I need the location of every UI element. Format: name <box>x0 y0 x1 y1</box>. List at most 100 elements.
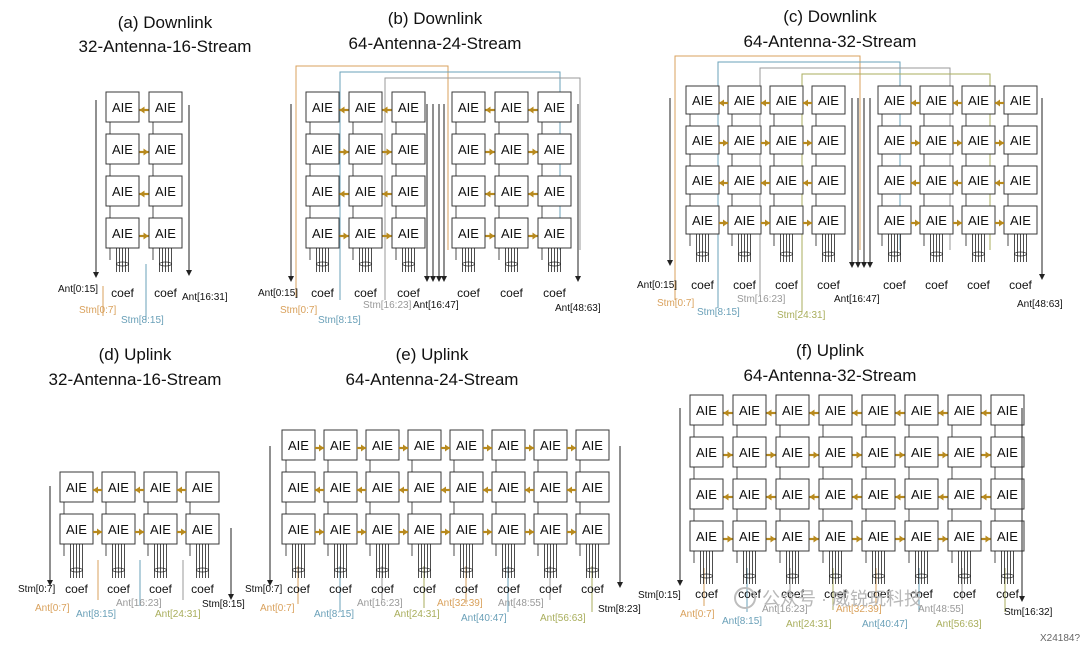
flow-arrow <box>911 139 920 147</box>
flow-arrow-head <box>528 190 534 198</box>
port-label: Stm[24:31] <box>777 310 826 321</box>
aie-tile: AIE <box>305 217 340 249</box>
aie-tile-label: AIE <box>108 522 129 537</box>
aie-tile-label: AIE <box>884 173 905 188</box>
aie-tile-frame <box>491 513 526 545</box>
flow-arrow <box>719 179 728 187</box>
aie-tile-label: AIE <box>818 133 839 148</box>
aie-tile: AIE <box>533 513 568 545</box>
aie-tile-label: AIE <box>696 487 717 502</box>
output-arrowhead <box>861 262 867 268</box>
aie-tile-frame <box>689 436 724 468</box>
aie-tile-label: AIE <box>330 522 351 537</box>
aie-tile-label: AIE <box>398 184 419 199</box>
flow-arrow-head <box>357 486 362 494</box>
flow-arrow <box>528 106 538 114</box>
port-label: Stm[8:15] <box>318 315 361 326</box>
flow-arrow <box>528 190 538 198</box>
flow-arrow <box>139 106 149 114</box>
flow-arrow-head <box>766 409 772 417</box>
aie-tile-frame <box>727 165 762 195</box>
flow-arrow-head <box>723 139 728 147</box>
flow-arrow <box>953 139 962 147</box>
port-label: Ant[8:15] <box>314 609 354 620</box>
flow-arrow <box>399 444 408 452</box>
flow-arrow <box>809 409 819 417</box>
flow-arrow-head <box>942 535 948 543</box>
aie-tile-frame <box>281 471 316 503</box>
aie-tile: AIE <box>947 520 982 552</box>
aie-tile: AIE <box>281 513 316 545</box>
aie-tile: AIE <box>449 513 484 545</box>
flow-arrow <box>525 486 534 494</box>
port-label: Ant[24:31] <box>155 609 201 620</box>
aie-tile: AIE <box>947 436 982 468</box>
flow-arrow-head <box>399 486 404 494</box>
aie-tile-label: AIE <box>458 184 479 199</box>
aie-tile-label: AIE <box>544 100 565 115</box>
aie-tile-label: AIE <box>155 100 176 115</box>
aie-tile-frame <box>451 175 486 207</box>
flow-arrow <box>485 190 495 198</box>
flow-arrow-head <box>985 451 991 459</box>
aie-tile-frame <box>961 165 996 195</box>
flow-arrow-head <box>445 528 450 536</box>
flow-arrow-head <box>403 444 408 452</box>
flow-arrow-head <box>813 451 819 459</box>
flow-arrow-head <box>528 106 534 114</box>
aie-tile-label: AIE <box>911 487 932 502</box>
flow-arrow-head <box>761 99 766 107</box>
coef-label: coef <box>543 286 566 300</box>
flow-arrow-head <box>489 148 495 156</box>
aie-tile-label: AIE <box>544 184 565 199</box>
aie-tile: AIE <box>491 471 526 503</box>
aie-tile-frame <box>919 85 954 115</box>
aie-tile-frame <box>919 125 954 155</box>
output-arrowhead <box>677 580 683 586</box>
aie-tile-label: AIE <box>155 142 176 157</box>
flow-arrow <box>852 535 862 543</box>
coef-label: coef <box>539 582 562 596</box>
aie-tile: AIE <box>769 205 804 235</box>
aie-tile: AIE <box>732 436 767 468</box>
flow-arrow-head <box>386 232 392 240</box>
flow-arrow <box>953 99 962 107</box>
flow-arrow <box>135 528 144 536</box>
aie-tile-label: AIE <box>776 93 797 108</box>
flow-arrow <box>339 232 349 240</box>
aie-tile: AIE <box>148 133 183 165</box>
port-label: Ant[48:63] <box>1017 299 1063 310</box>
output-arrowhead <box>228 594 234 600</box>
output-arrowhead <box>867 262 873 268</box>
aie-tile: AIE <box>919 125 954 155</box>
flow-arrow <box>761 219 770 227</box>
aie-tile-frame <box>537 217 572 249</box>
flow-arrow-head <box>571 444 576 452</box>
aie-tile-frame <box>811 165 846 195</box>
coef-label: coef <box>967 278 990 292</box>
aie-tile-label: AIE <box>739 445 760 460</box>
aie-tile-frame <box>494 133 529 165</box>
flow-arrow-head <box>719 179 724 187</box>
aie-tile-frame <box>1003 205 1038 235</box>
flow-arrow-head <box>139 190 145 198</box>
flow-arrow <box>135 486 144 494</box>
aie-tile: AIE <box>148 91 183 123</box>
flow-arrow <box>567 528 576 536</box>
aie-tile-frame <box>769 165 804 195</box>
flow-arrow <box>995 179 1004 187</box>
aie-tile: AIE <box>811 85 846 115</box>
flow-arrow <box>766 409 776 417</box>
flow-arrow-head <box>807 219 812 227</box>
flow-arrow <box>528 148 538 156</box>
flow-arrow-head <box>957 219 962 227</box>
port-label: Ant[16:31] <box>182 292 228 303</box>
aie-tile: AIE <box>494 175 529 207</box>
flow-arrow-head <box>911 179 916 187</box>
flow-arrow-head <box>995 179 1000 187</box>
aie-tile-label: AIE <box>911 403 932 418</box>
bus-bundle-mark <box>972 251 985 257</box>
coef-label: coef <box>354 286 377 300</box>
flow-arrow <box>895 493 905 501</box>
aie-tile: AIE <box>305 91 340 123</box>
